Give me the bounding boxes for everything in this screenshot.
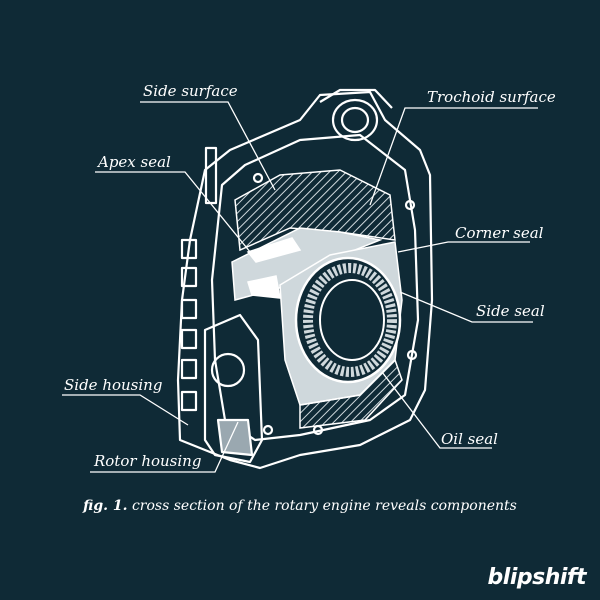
leader-rotor-housing — [90, 421, 239, 473]
intake-port — [331, 98, 379, 142]
gear-ring-outer — [303, 263, 397, 377]
leader-apex-seal — [95, 171, 256, 259]
housing-slot — [180, 390, 198, 412]
label-oil-seal: Oil seal — [441, 430, 498, 448]
label-apex-seal: Apex seal — [98, 153, 171, 171]
gear-ring-inner — [319, 279, 385, 361]
side-housing-plate — [203, 313, 264, 464]
leader-side-seal — [399, 291, 533, 323]
intake-port-bore — [340, 106, 370, 134]
caption-prefix: fig. 1. — [83, 498, 128, 514]
rotor-housing-inner — [299, 358, 403, 429]
side-housing-bore — [210, 352, 246, 388]
label-side-surface: Side surface — [143, 82, 238, 100]
housing-slot — [180, 358, 198, 380]
leader-side-surface — [140, 101, 276, 191]
apex-seal-highlight-lower — [247, 275, 281, 299]
bolt-hole — [262, 424, 274, 436]
label-rotor-housing: Rotor housing — [94, 452, 202, 470]
apex-seal-highlight — [246, 237, 302, 263]
leader-trochoid-surface — [369, 107, 538, 206]
housing-slot — [180, 328, 198, 350]
inner-housing-outline — [210, 133, 420, 442]
leader-oil-seal — [381, 371, 492, 449]
label-trochoid-surface: Trochoid surface — [427, 88, 556, 106]
housing-slot — [180, 298, 198, 320]
leader-lines — [62, 101, 538, 473]
intake-port-top — [319, 88, 393, 109]
bolt-hole — [252, 172, 264, 184]
figure-caption: fig. 1. cross section of the rotary engi… — [0, 498, 600, 514]
label-side-seal: Side seal — [476, 302, 545, 320]
label-corner-seal: Corner seal — [455, 224, 544, 242]
bolt-hole — [406, 349, 418, 361]
brand-logo: blipshift — [487, 565, 587, 590]
caption-text: cross section of the rotary engine revea… — [131, 498, 517, 514]
rotor-gear — [294, 256, 402, 384]
housing-slot — [180, 266, 198, 288]
label-side-housing: Side housing — [64, 376, 163, 394]
leader-side-housing — [62, 394, 189, 426]
housing-slot — [180, 238, 198, 260]
bolt-hole — [404, 199, 416, 211]
leader-corner-seal — [397, 241, 530, 253]
side-housing-face — [216, 418, 254, 457]
